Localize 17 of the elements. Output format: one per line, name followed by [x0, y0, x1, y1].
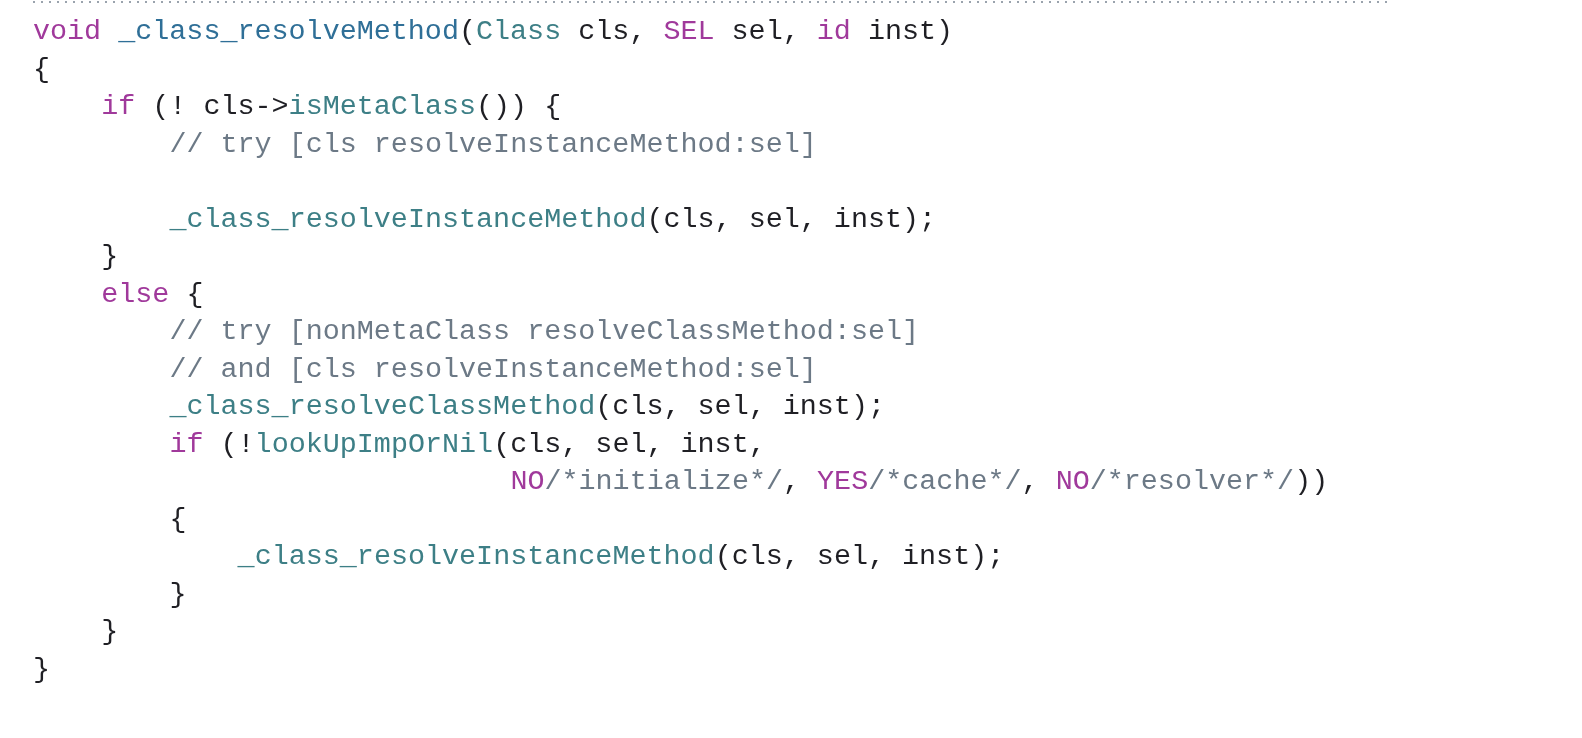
code-line: {	[33, 53, 51, 86]
code-line: _class_resolveClassMethod(cls, sel, inst);	[169, 391, 885, 423]
code-line: }	[169, 578, 187, 611]
code-line: // try [cls resolveInstanceMethod:sel]	[169, 128, 817, 161]
code-line: else {	[101, 278, 204, 311]
code-line: if (!lookUpImpOrNil(cls, sel, inst,	[169, 428, 766, 461]
code-line: if (! cls->isMetaClass()) {	[101, 91, 562, 123]
code-line: _class_resolveInstanceMethod(cls, sel, inst);	[169, 203, 937, 236]
code-line: void _class_resolveMethod(Class cls, SEL sel, id inst)	[33, 16, 954, 48]
code-line: // and [cls resolveInstanceMethod:sel]	[169, 353, 817, 386]
code-line: }	[101, 241, 119, 273]
code-line: _class_resolveInstanceMethod(cls, sel, inst);	[237, 541, 1005, 573]
code-line: }	[101, 616, 119, 648]
code-line: {	[169, 503, 187, 536]
code-line: // try [nonMetaClass resolveClassMethod:sel]	[169, 316, 920, 348]
code-line: NO/*initialize*/, YES/*cache*/, NO/*resolver*/))	[510, 466, 1329, 498]
code-line: }	[33, 653, 51, 686]
